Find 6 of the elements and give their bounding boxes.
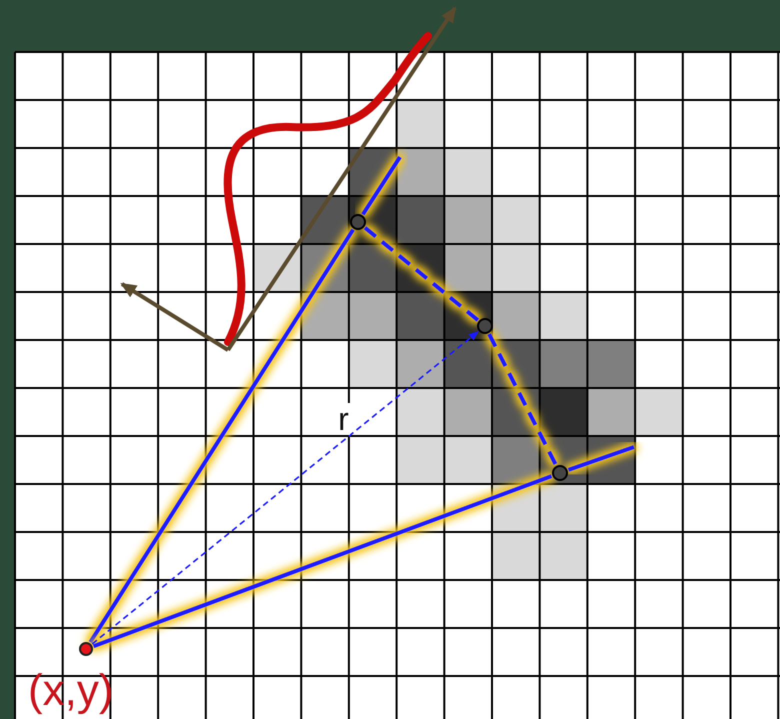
- radius-arrow: [92, 331, 479, 645]
- connector-line: [88, 228, 355, 644]
- connector-line: [92, 474, 552, 648]
- connector-line: [487, 333, 558, 466]
- connector-line: [364, 226, 480, 322]
- edge-label: r: [337, 402, 350, 435]
